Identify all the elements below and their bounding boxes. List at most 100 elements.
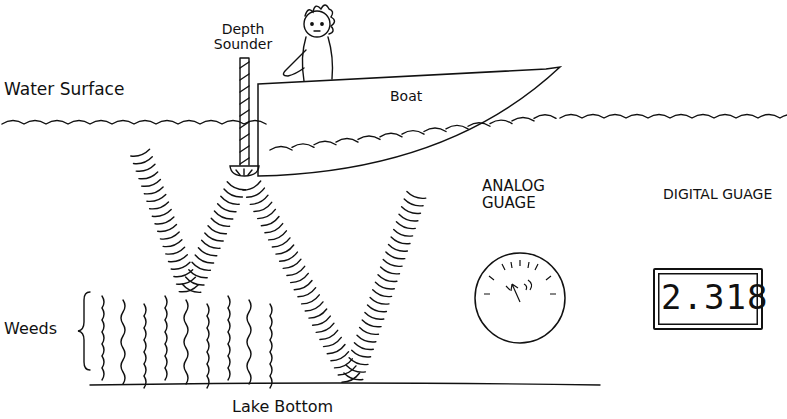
- sound-arc: [214, 211, 232, 219]
- sound-arc: [208, 226, 226, 234]
- part-label: Weeds: [4, 320, 74, 338]
- weed-stem: [165, 296, 167, 380]
- sound-arc: [378, 275, 397, 282]
- sound-arc: [280, 252, 298, 261]
- sound-arc: [198, 248, 216, 256]
- sound-arc: [218, 204, 236, 212]
- sound-arc: [258, 209, 276, 218]
- sound-arc: [169, 255, 188, 262]
- weed-stem: [121, 300, 125, 384]
- sound-arc: [261, 217, 279, 226]
- sound-arc: [324, 337, 342, 346]
- weeds: [102, 296, 272, 388]
- sound-arc: [320, 330, 338, 339]
- sound-arc: [265, 224, 283, 233]
- part-label: Depth Sounder: [212, 22, 274, 53]
- shape-label: DIGITAL GUAGE: [663, 186, 773, 202]
- sound-arc: [147, 195, 166, 202]
- sound-arc: [247, 188, 265, 197]
- wave-line: [560, 115, 787, 119]
- sound-arc: [407, 192, 426, 199]
- sound-arc: [250, 195, 268, 204]
- sound-arc: [373, 290, 392, 297]
- sound-arc: [389, 245, 408, 252]
- sound-arc: [166, 247, 185, 254]
- weed-stem: [207, 304, 209, 388]
- sound-arc: [349, 358, 368, 365]
- sound-arc: [396, 222, 415, 229]
- sound-arc: [283, 259, 301, 268]
- sound-arc: [287, 266, 305, 275]
- sound-arc: [335, 359, 353, 368]
- sound-arc: [357, 335, 376, 342]
- weed-stem: [184, 300, 188, 384]
- sound-arc: [327, 345, 345, 354]
- sound-arc: [171, 262, 190, 269]
- sound-arc: [152, 210, 171, 217]
- weed-stem: [102, 296, 104, 380]
- sound-arc: [370, 297, 389, 304]
- sound-arc: [202, 240, 220, 248]
- sound-arc: [383, 260, 402, 267]
- sound-arc: [254, 202, 272, 211]
- sound-arc: [391, 237, 410, 244]
- lake-bottom-line: [90, 383, 600, 385]
- boat-shape: Boat: [258, 62, 560, 178]
- sound-arc: [404, 199, 423, 206]
- sound-arc: [221, 196, 239, 204]
- sound-arc: [309, 309, 327, 318]
- water-waves: [2, 115, 787, 151]
- sound-arc: [394, 229, 413, 236]
- analog-gauge: ANALOG GUAGE: [472, 250, 568, 346]
- sound-arc: [205, 233, 223, 241]
- sound-arc: [155, 217, 174, 224]
- shape-outline: [472, 250, 568, 346]
- sound-arc: [269, 231, 287, 240]
- sound-arc: [144, 187, 163, 194]
- part-label: Water Surface: [4, 80, 164, 99]
- sound-arc: [131, 149, 150, 156]
- sound-arc: [313, 316, 331, 325]
- sound-arc: [211, 218, 229, 226]
- person: [283, 5, 334, 81]
- sound-arc: [375, 282, 394, 289]
- wave-line: [2, 121, 266, 125]
- sound-arc: [316, 323, 334, 332]
- sound-arc: [360, 328, 379, 335]
- sound-arc: [142, 179, 161, 186]
- part-label: Lake Bottom: [232, 398, 382, 416]
- sound-arc: [402, 207, 421, 214]
- sound-arc: [344, 373, 363, 380]
- weed-stem: [270, 304, 272, 388]
- weed-stem: [247, 300, 251, 384]
- sound-arc: [362, 320, 381, 327]
- sound-arc: [195, 255, 213, 263]
- sound-arc: [386, 252, 405, 259]
- sound-arc: [163, 240, 182, 247]
- sound-arc: [227, 182, 245, 190]
- shape-outline: [258, 62, 560, 178]
- sound-arc: [174, 270, 193, 277]
- digital-display: DIGITAL GUAGE2.318: [653, 268, 763, 330]
- weed-stem: [228, 296, 230, 380]
- sound-arc: [272, 238, 290, 247]
- depth-sounder-pole: [230, 58, 259, 176]
- sound-arc: [347, 365, 366, 372]
- sound-arc: [276, 245, 294, 254]
- sound-arc: [136, 164, 155, 171]
- sound-arc: [134, 157, 153, 164]
- sound-arc: [354, 343, 373, 350]
- sound-arc: [352, 350, 371, 357]
- shape-label: Boat: [390, 88, 460, 104]
- sound-arc: [139, 172, 158, 179]
- sound-arc: [177, 277, 196, 284]
- sound-arc: [150, 202, 169, 209]
- shape-label: ANALOG GUAGE: [482, 178, 592, 213]
- sound-arc: [158, 225, 177, 232]
- sound-arc: [294, 281, 312, 290]
- sound-arc: [399, 214, 418, 221]
- sound-arc: [381, 267, 400, 274]
- sound-arc: [291, 273, 309, 282]
- sound-arc: [365, 313, 384, 320]
